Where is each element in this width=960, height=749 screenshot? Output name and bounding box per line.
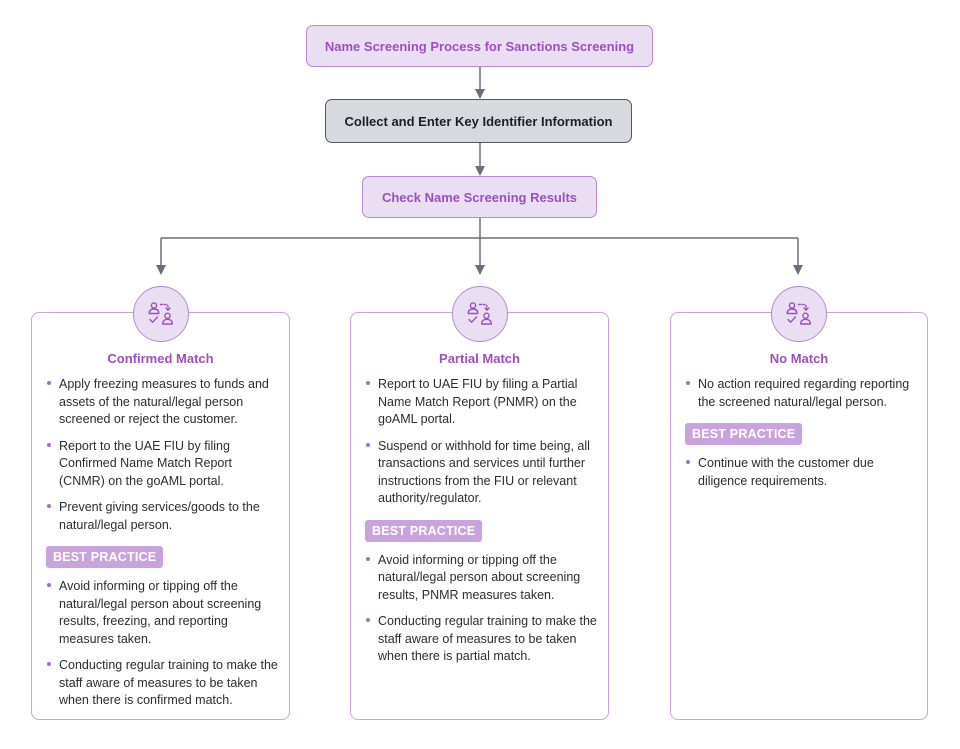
user-match-icon (771, 286, 827, 342)
check-results-label: Check Name Screening Results (381, 189, 578, 205)
user-match-icon (451, 286, 508, 342)
card-title: Partial Match (439, 351, 520, 366)
best-practice-item: Conducting regular training to make the … (45, 657, 279, 710)
best-practice-item: Continue with the customer due diligence… (684, 455, 917, 490)
card-title: Confirmed Match (107, 351, 214, 366)
collect-info-label: Collect and Enter Key Identifier Informa… (344, 113, 613, 129)
confirmed-match-card: Confirmed Match Apply freezing measures … (31, 286, 290, 720)
process-title-box: Name Screening Process for Sanctions Scr… (306, 25, 653, 67)
partial-match-card: Partial Match Report to UAE FIU by filin… (350, 286, 609, 720)
no-match-card: No Match No action required regarding re… (670, 286, 928, 720)
best-practice-badge: BEST PRACTICE (365, 519, 483, 542)
best-practice-list: Avoid informing or tipping off the natur… (364, 552, 598, 666)
best-practice-list: Avoid informing or tipping off the natur… (45, 578, 279, 710)
card-actions-list: Report to UAE FIU by filing a Partial Na… (364, 376, 598, 508)
check-results-box: Check Name Screening Results (362, 176, 597, 218)
best-practice-item: Conducting regular training to make the … (364, 613, 598, 666)
card-actions-list: No action required regarding reporting t… (684, 376, 917, 411)
action-item: Report to the UAE FIU by filing Confirme… (45, 438, 279, 491)
process-title: Name Screening Process for Sanctions Scr… (324, 38, 635, 54)
best-practice-item: Avoid informing or tipping off the natur… (45, 578, 279, 648)
card-actions-list: Apply freezing measures to funds and ass… (45, 376, 279, 534)
action-item: Suspend or withhold for time being, all … (364, 438, 598, 508)
best-practice-item: Avoid informing or tipping off the natur… (364, 552, 598, 605)
user-match-icon (132, 286, 189, 342)
best-practice-list: Continue with the customer due diligence… (684, 455, 917, 490)
action-item: Apply freezing measures to funds and ass… (45, 376, 279, 429)
best-practice-badge: BEST PRACTICE (46, 546, 164, 568)
best-practice-badge: BEST PRACTICE (685, 423, 803, 445)
action-item: Prevent giving services/goods to the nat… (45, 499, 279, 534)
action-item: No action required regarding reporting t… (684, 376, 917, 411)
collect-info-box: Collect and Enter Key Identifier Informa… (325, 99, 632, 143)
action-item: Report to UAE FIU by filing a Partial Na… (364, 376, 598, 429)
card-title: No Match (769, 351, 829, 366)
